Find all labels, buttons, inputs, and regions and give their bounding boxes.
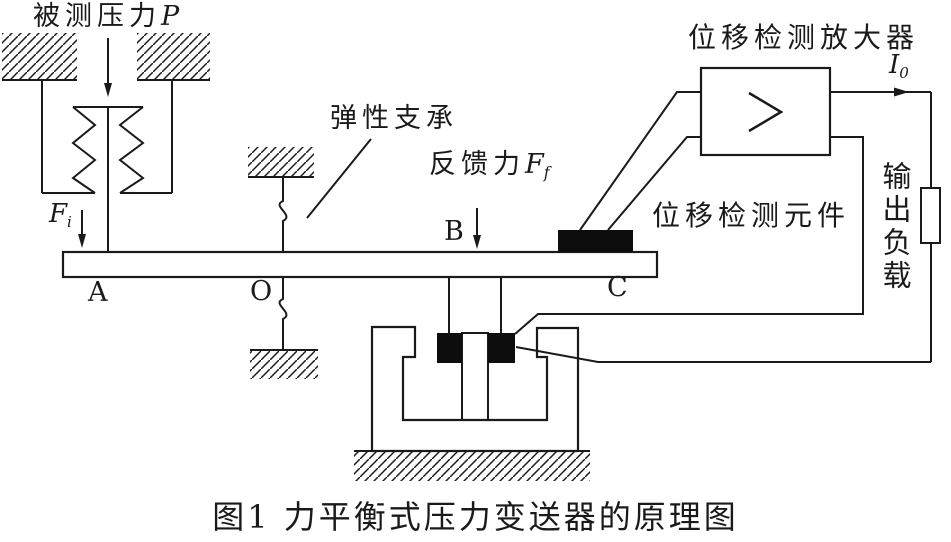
magnet-yoke: [370, 325, 580, 453]
label-output-current: I0: [889, 50, 909, 82]
bellows-spring-right: [118, 106, 145, 194]
bellows: [41, 80, 173, 252]
label-input-force: Fi: [49, 199, 72, 231]
upper-spring-link: [278, 177, 288, 252]
figure-caption: 图1 力平衡式压力变送器的原理图: [212, 498, 739, 536]
pivot-support-lower: [250, 277, 318, 379]
feedback-coil-right: [488, 333, 515, 363]
label-output-load: 输出负载: [878, 161, 912, 293]
load-resistor: [920, 187, 941, 244]
amplifier-box: [699, 66, 832, 157]
bellows-spring-left: [71, 106, 97, 194]
pivot-support-upper: [248, 147, 314, 252]
label-point-o: O: [250, 276, 273, 307]
feedback-force-arrow-icon: [473, 208, 481, 249]
detection-element-block: [558, 230, 633, 252]
lower-spring-link: [278, 277, 288, 350]
label-elastic-support: 弹性支承: [330, 103, 458, 134]
coil-rods: [448, 277, 502, 333]
feedback-wire: [514, 136, 864, 335]
elastic-support-leader-line: [306, 138, 372, 219]
label-measured-pressure: 被测压力P: [33, 1, 180, 32]
anchor-hatch-right: [137, 33, 210, 81]
label-point-a: A: [88, 277, 108, 308]
detection-wires: [579, 91, 701, 231]
ground-hatch: [354, 450, 590, 481]
label-detection-element: 位移检测元件: [652, 199, 851, 232]
anchor-hatch-left: [2, 33, 77, 81]
magnet-center-pole: [461, 332, 489, 420]
lever-beam: [61, 250, 659, 279]
label-feedback-force: 反馈力Ff: [429, 149, 550, 182]
feedback-coil-left: [437, 333, 462, 363]
label-point-c: C: [607, 272, 628, 303]
label-point-b: B: [444, 216, 464, 247]
output-current-arrow-icon: [894, 87, 909, 97]
label-displacement-amplifier: 位移检测放大器: [688, 21, 920, 54]
pressure-arrow-icon: [104, 38, 112, 97]
amplifier-gain-icon: [748, 91, 784, 133]
input-force-arrow-icon: [78, 210, 86, 248]
